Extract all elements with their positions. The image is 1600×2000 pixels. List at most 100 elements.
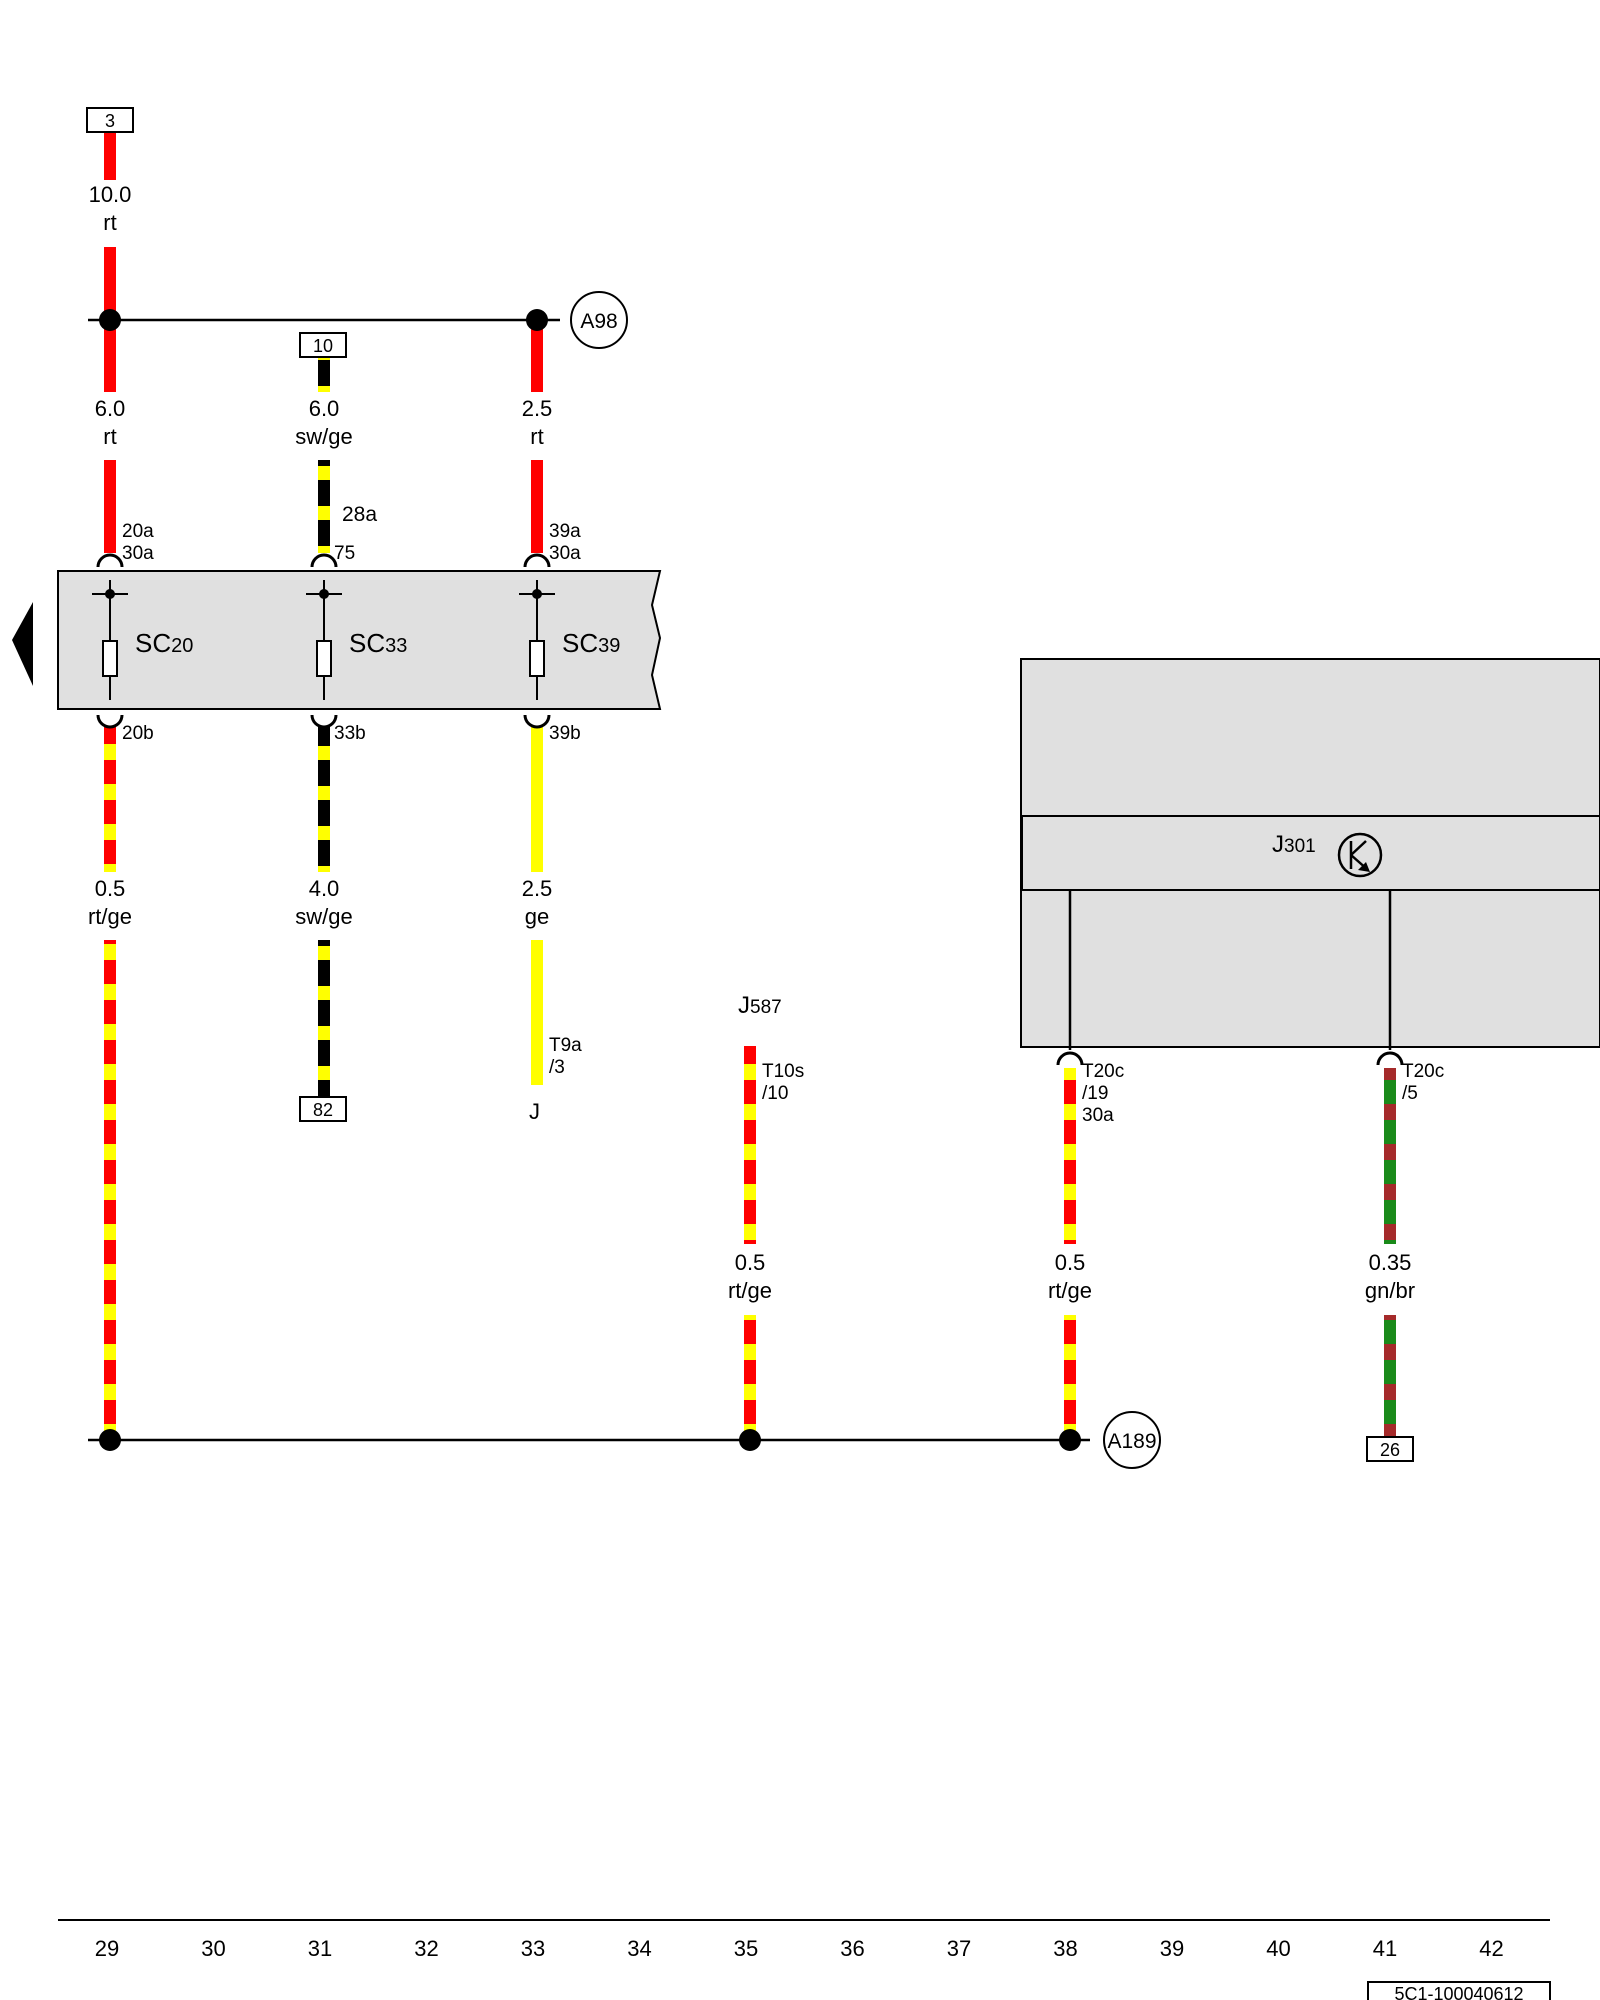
fuse-sc39[interactable]: [519, 580, 555, 700]
fuse-label: SC20: [135, 628, 193, 658]
wire-color-label: rt/ge: [728, 1278, 772, 1303]
terminal-label: 30a: [549, 543, 581, 564]
wire-color-label: rt: [103, 210, 116, 235]
page-column-number: 30: [201, 1936, 225, 1961]
previous-page-arrow-icon[interactable]: [12, 602, 33, 686]
fuse-label: SC33: [349, 628, 407, 658]
junction-dot: [526, 309, 548, 331]
terminal-label: 28a: [342, 503, 377, 526]
page-column-number: 37: [947, 1936, 971, 1961]
wire-w7-bottom[interactable]: [531, 940, 543, 1085]
wire-w9-bottom[interactable]: [1064, 1315, 1076, 1440]
ref-box[interactable]: [299, 1096, 347, 1122]
component-j587-label: J587: [738, 992, 782, 1019]
terminal-label: 33b: [334, 723, 366, 744]
wire-w8-top[interactable]: [744, 1046, 756, 1244]
terminal-label: 75: [334, 543, 355, 564]
connector-label: /19: [1082, 1083, 1108, 1104]
wire-color-label: rt/ge: [88, 904, 132, 929]
wire-w2-top[interactable]: [104, 320, 116, 392]
drawing-code-box: [1367, 1981, 1551, 2000]
fuse-sc33[interactable]: [306, 580, 342, 700]
wire-color-label: rt: [530, 424, 543, 449]
wire-w5-bottom[interactable]: [104, 940, 116, 1440]
wire-size-label: 10.0: [89, 182, 132, 207]
page-column-number: 40: [1266, 1936, 1290, 1961]
wire-color-label: ge: [525, 904, 549, 929]
connector-label: T20c: [1082, 1061, 1124, 1082]
fuse-panel: [57, 570, 662, 710]
wire-size-label: 6.0: [95, 396, 126, 421]
connector-label: /5: [1402, 1083, 1418, 1104]
ref-box-label: 10: [313, 336, 333, 356]
ref-box[interactable]: [299, 332, 347, 358]
connector-label: /3: [549, 1057, 565, 1078]
wire-w1-top[interactable]: [104, 133, 116, 180]
wire-size-label: 0.5: [1055, 1250, 1086, 1275]
wire-size-label: 0.5: [735, 1250, 766, 1275]
wire-color-label: rt/ge: [1048, 1278, 1092, 1303]
wire-w9-top[interactable]: [1064, 1068, 1076, 1244]
wire-w7-top[interactable]: [531, 727, 543, 872]
wire-color-label: sw/ge: [295, 904, 352, 929]
ground-point-a189-circle[interactable]: [1103, 1411, 1161, 1469]
page-column-number: 34: [627, 1936, 651, 1961]
wire-w3-top[interactable]: [318, 357, 330, 392]
fuse-sc20[interactable]: [92, 580, 128, 700]
wire-w6-bottom[interactable]: [318, 940, 330, 1097]
connector-arc: [523, 553, 551, 568]
page-column-number: 36: [840, 1936, 864, 1961]
page-column-number: 38: [1053, 1936, 1077, 1961]
junction-dot: [1059, 1429, 1081, 1451]
drawing-code: 5C1-100040612: [1394, 1984, 1523, 2000]
module-j301-label: J301: [1272, 831, 1316, 858]
wire-color-label: gn/br: [1365, 1278, 1415, 1303]
page-column-number: 41: [1373, 1936, 1397, 1961]
page-column-number: 35: [734, 1936, 758, 1961]
wire-w4-bottom[interactable]: [531, 460, 543, 553]
connector-arc: [96, 553, 124, 568]
connector-arc: [310, 553, 338, 568]
terminal-label: 39b: [549, 723, 581, 744]
connector-arc: [1056, 1051, 1084, 1066]
fuse-label: SC39: [562, 628, 620, 658]
wire-w5-top[interactable]: [104, 727, 116, 872]
wire-w2-bottom[interactable]: [104, 460, 116, 553]
ref-box[interactable]: [86, 107, 134, 133]
wire-w10-bottom[interactable]: [1384, 1315, 1396, 1440]
ref-box[interactable]: [1366, 1436, 1414, 1462]
wire-size-label: 2.5: [522, 876, 553, 901]
wire-color-label: sw/ge: [295, 424, 352, 449]
ref-box-label: 3: [105, 111, 115, 131]
wire-w10-top[interactable]: [1384, 1068, 1396, 1244]
ground-point-a189-label: A189: [1107, 1430, 1156, 1453]
module-j301-inner: [1021, 815, 1600, 891]
junction-dot: [99, 1429, 121, 1451]
connector-label: T10s: [762, 1061, 804, 1082]
wire-color-label: rt: [103, 424, 116, 449]
connector-label: /10: [762, 1083, 788, 1104]
page-column-number: 39: [1160, 1936, 1184, 1961]
terminal-label: 30a: [122, 543, 154, 564]
connector-arc: [96, 714, 124, 729]
wire-w3-bottom[interactable]: [318, 460, 330, 553]
wire-size-label: 0.35: [1369, 1250, 1412, 1275]
ref-box-label: 82: [313, 1100, 333, 1120]
wire-w6-top[interactable]: [318, 727, 330, 872]
page-column-number: 31: [308, 1936, 332, 1961]
connector-arc: [1376, 1051, 1404, 1066]
connector-arc: [310, 714, 338, 729]
junction-dot: [739, 1429, 761, 1451]
ground-point-a98-circle[interactable]: [570, 291, 628, 349]
terminal-label: 39a: [549, 521, 581, 542]
page-column-number: 29: [95, 1936, 119, 1961]
connector-label: T9a: [549, 1035, 582, 1056]
terminal-label: 20b: [122, 723, 154, 744]
wire-w4-top[interactable]: [531, 320, 543, 392]
wire-w8-bottom[interactable]: [744, 1315, 756, 1440]
transistor-icon: [1337, 832, 1383, 878]
junction-dot: [99, 309, 121, 331]
connector-label: 30a: [1082, 1105, 1114, 1126]
